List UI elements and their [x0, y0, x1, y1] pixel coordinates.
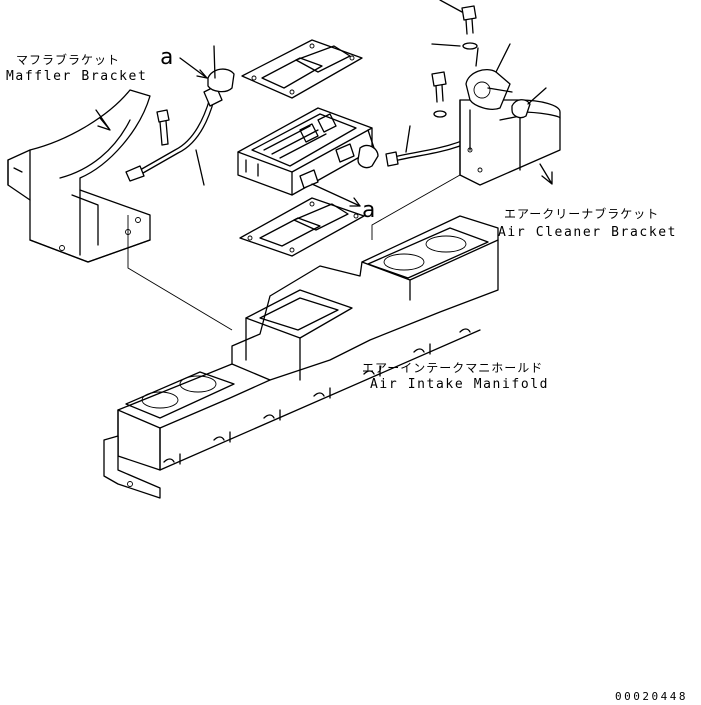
leader-lines [95, 109, 553, 331]
label-muffler-bracket-en: Maffler Bracket [6, 69, 147, 84]
muffler-bracket [7, 89, 151, 263]
bolt-right [431, 71, 447, 118]
drawing-code: 00020448 [615, 690, 688, 703]
callout-a-top: a [160, 45, 173, 70]
label-intake-manifold-en: Air Intake Manifold [370, 377, 549, 392]
wire-harness-left [125, 85, 223, 186]
bolt-top-right [439, 0, 477, 35]
label-air-cleaner-bracket-en: Air Cleaner Bracket [498, 225, 677, 240]
arrow-callout-a [311, 183, 361, 207]
bolt-left [156, 109, 170, 146]
connector-center [299, 129, 379, 189]
intake-manifold [103, 215, 499, 499]
callout-a-bottom: a [362, 198, 375, 223]
gasket-bottom [239, 197, 365, 257]
sensor-cap [179, 45, 235, 93]
gasket-top [241, 39, 363, 99]
label-intake-manifold-jp: エアーインテークマニホールド [362, 361, 543, 375]
label-air-cleaner-bracket-jp: エアークリーナブラケット [504, 206, 659, 221]
label-muffler-bracket-jp: マフラブラケット [16, 52, 120, 67]
air-cleaner-sensor [465, 43, 547, 119]
washer-top-right [431, 42, 478, 50]
air-cleaner-bracket [459, 99, 561, 186]
